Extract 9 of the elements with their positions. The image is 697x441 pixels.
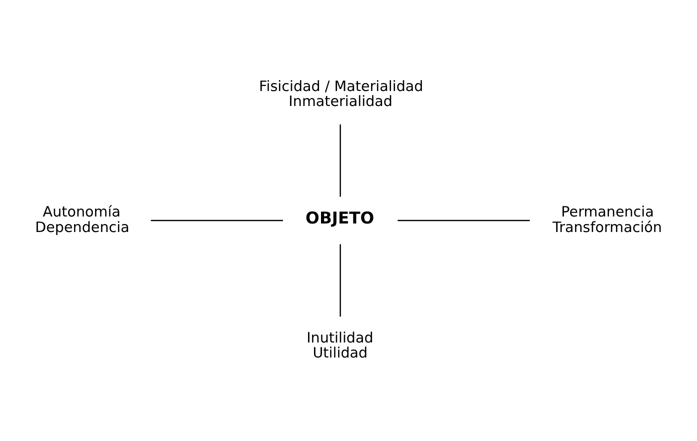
- connector: [340, 244, 341, 317]
- node-text: Fisicidad / Materialidad Inmaterialidad: [259, 78, 424, 110]
- node-text: Autonomía Dependencia: [35, 204, 130, 236]
- node-text: OBJETO: [306, 208, 374, 228]
- node-text: Inutilidad Utilidad: [306, 330, 374, 362]
- connector: [340, 124, 341, 197]
- connector: [150, 220, 283, 222]
- connector: [398, 220, 530, 222]
- node-text: Permanencia Transformación: [552, 204, 662, 236]
